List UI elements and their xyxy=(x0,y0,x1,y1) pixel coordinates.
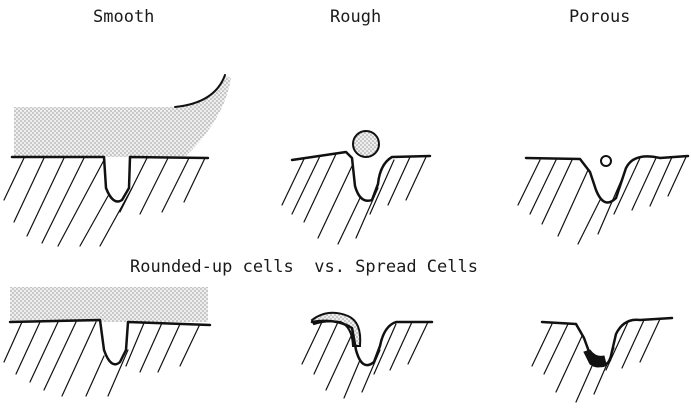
rounded-cell xyxy=(601,156,611,166)
spread-cell xyxy=(14,75,231,157)
spread-cell xyxy=(10,287,208,322)
panel-smooth-top xyxy=(4,75,231,246)
rounded-cell xyxy=(353,131,379,157)
panel-smooth-bottom xyxy=(4,287,210,396)
panel-porous-bottom xyxy=(532,318,672,402)
surface-line xyxy=(10,320,210,364)
heading-smooth: Smooth xyxy=(93,7,154,27)
caption-rounded-vs-spread: Rounded-up cells vs. Spread Cells xyxy=(130,257,478,277)
substrate-hatching xyxy=(302,322,428,398)
panel-porous-top xyxy=(518,156,688,244)
heading-rough: Rough xyxy=(330,7,381,27)
panel-rough-top xyxy=(282,131,430,244)
surface-line xyxy=(312,321,432,365)
surface-line xyxy=(542,318,672,366)
heading-porous: Porous xyxy=(569,7,630,27)
panel-rough-bottom xyxy=(302,313,432,398)
